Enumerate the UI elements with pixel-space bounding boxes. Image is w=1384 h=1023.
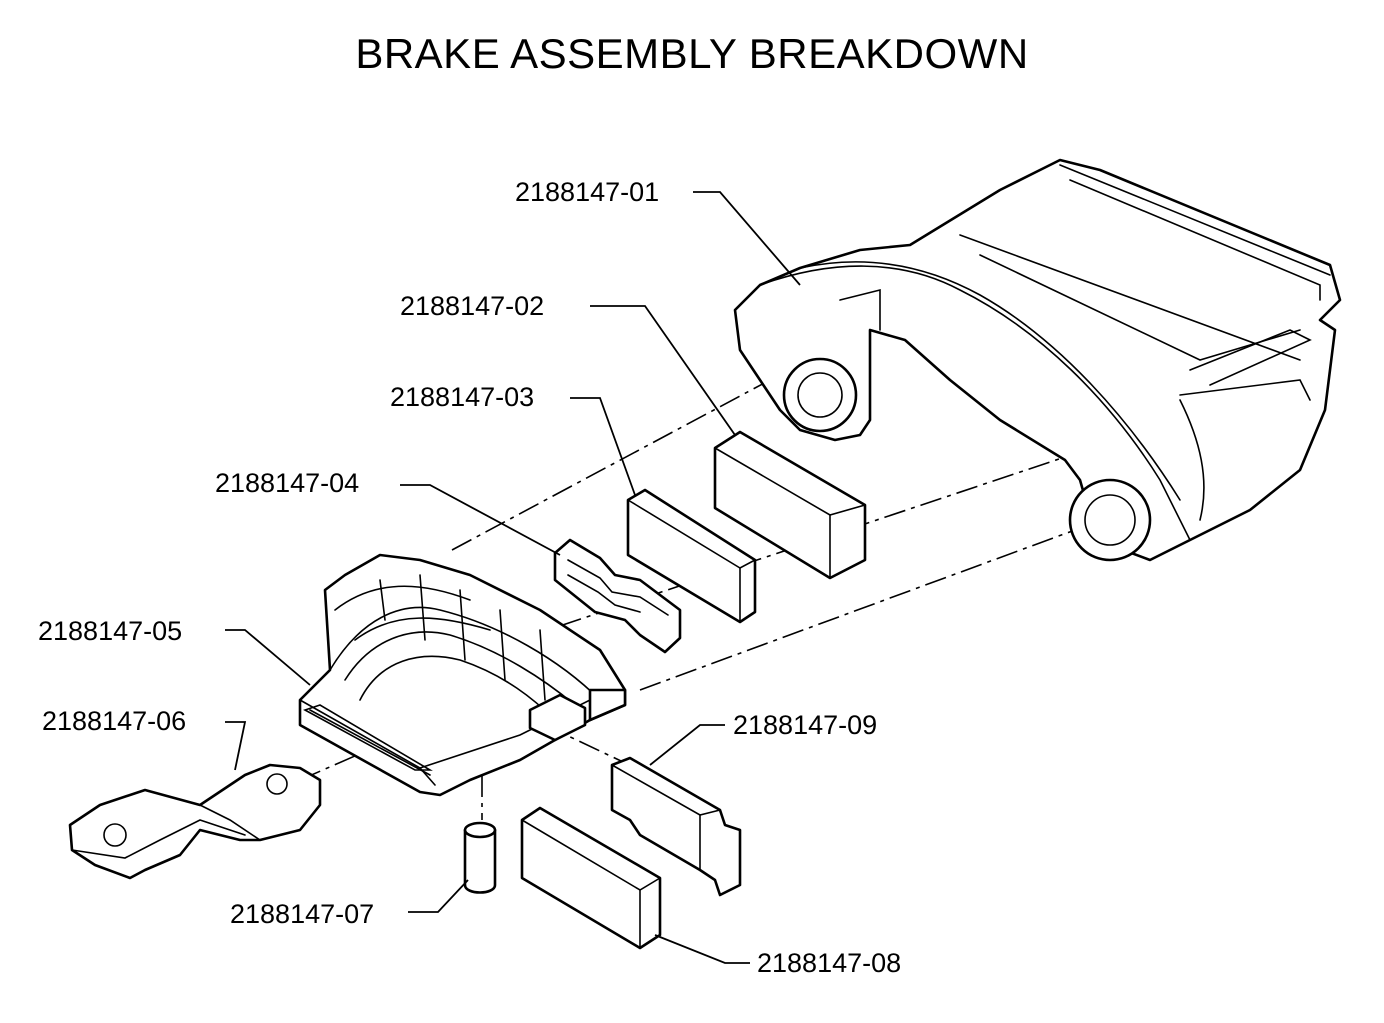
part-notched-plate: [610, 756, 742, 897]
diagram-title: BRAKE ASSEMBLY BREAKDOWN: [355, 30, 1029, 77]
part-lower-pad-block: [520, 806, 662, 950]
part-housing: [733, 158, 1342, 562]
label-2188147-02: 2188147-02: [400, 291, 544, 321]
part-shim-plate: [553, 538, 682, 654]
label-2188147-07: 2188147-07: [230, 899, 374, 929]
label-2188147-06: 2188147-06: [42, 706, 186, 736]
part-mounting-bracket: [68, 763, 322, 880]
part-caliper-body: [298, 553, 627, 797]
label-2188147-05: 2188147-05: [38, 616, 182, 646]
label-2188147-03: 2188147-03: [390, 382, 534, 412]
part-outer-pad-block: [713, 430, 867, 580]
part-pin: [463, 821, 497, 894]
leader-lines: [225, 191, 801, 964]
part-thin-pad: [626, 488, 757, 624]
label-2188147-08: 2188147-08: [757, 948, 901, 978]
label-2188147-09: 2188147-09: [733, 710, 877, 740]
label-2188147-04: 2188147-04: [215, 468, 359, 498]
label-2188147-01: 2188147-01: [515, 177, 659, 207]
